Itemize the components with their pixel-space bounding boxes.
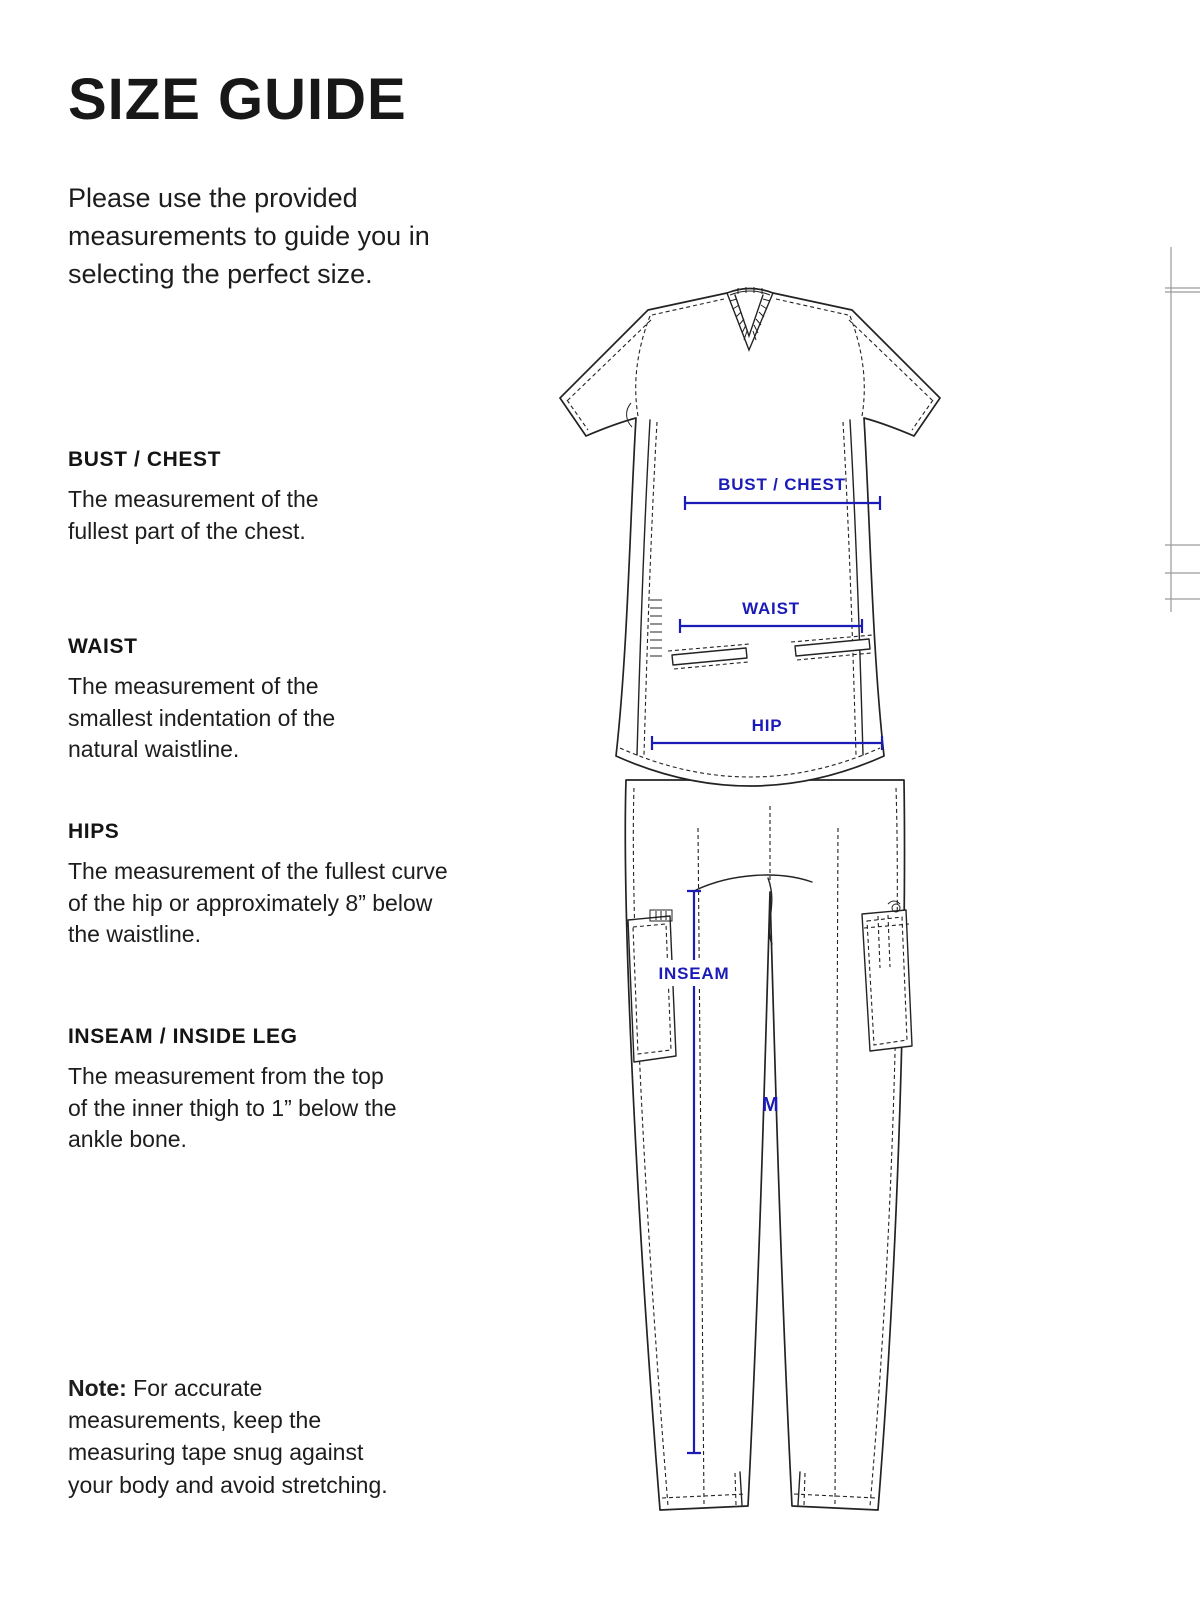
waist-measure-label: WAIST xyxy=(742,599,800,618)
waist-measure-line xyxy=(678,619,864,633)
cropped-right-edge-marks xyxy=(1165,247,1200,612)
definition-body: The measurement from the top of the inne… xyxy=(68,1063,397,1152)
welt-pocket-left xyxy=(667,643,751,670)
hip-measure: HIP xyxy=(650,716,884,750)
bust-measure: BUST / CHEST xyxy=(683,475,882,510)
bust-measure-line xyxy=(683,496,882,510)
intro-text: Please use the provided measurements to … xyxy=(68,183,430,289)
definition-heading: INSEAM / INSIDE LEG xyxy=(68,1025,298,1048)
scrub-top-drawing xyxy=(559,287,941,787)
definition-hips: HIPS The measurement of the fullest curv… xyxy=(68,820,453,951)
definition-heading: HIPS xyxy=(68,820,120,843)
hip-measure-label: HIP xyxy=(752,716,783,735)
pants-crease-right xyxy=(834,827,839,1505)
note-text: Note: For accurate measurements, keep th… xyxy=(68,1372,408,1501)
definition-waist: WAIST The measurement of the smallest in… xyxy=(68,635,378,766)
cargo-pocket-right xyxy=(861,900,913,1052)
definition-bust-chest: BUST / CHEST The measurement of the full… xyxy=(68,448,368,547)
scrubs-measurement-diagram: BUST / CHEST WAIST HIP INSEAM M xyxy=(559,287,941,1511)
definition-body: The measurement of the fullest part of t… xyxy=(68,486,319,544)
vneck-collar xyxy=(726,287,774,352)
sleeve-loop xyxy=(626,402,633,428)
welt-pocket-right xyxy=(790,634,874,661)
drawstring xyxy=(695,874,813,891)
cargo-pocket-left xyxy=(627,909,677,1063)
pants-crease-left xyxy=(697,827,705,1505)
waist-measure: WAIST xyxy=(678,599,864,633)
inseam-measure: INSEAM xyxy=(650,889,738,1455)
definition-body: The measurement of the smallest indentat… xyxy=(68,673,336,762)
note-body: For accurate measurements, keep the meas… xyxy=(68,1375,388,1498)
size-letter-label: M xyxy=(762,1094,779,1116)
page-title: SIZE GUIDE xyxy=(68,67,407,132)
hip-measure-line xyxy=(650,736,884,750)
definition-heading: WAIST xyxy=(68,635,138,658)
armhole-left xyxy=(635,315,651,417)
inseam-label-backdrop xyxy=(650,960,738,986)
pants-outline xyxy=(624,779,906,1511)
top-outline xyxy=(559,287,941,787)
armhole-right xyxy=(849,315,865,417)
bust-measure-label: BUST / CHEST xyxy=(718,475,846,494)
definition-inseam: INSEAM / INSIDE LEG The measurement from… xyxy=(68,1025,403,1156)
inseam-measure-label: INSEAM xyxy=(659,964,730,983)
measurement-annotations: BUST / CHEST WAIST HIP INSEAM M xyxy=(650,475,884,1455)
scrub-pants-drawing xyxy=(624,779,913,1511)
definition-body: The measurement of the fullest curve of … xyxy=(68,858,448,947)
note-label: Note: xyxy=(68,1375,127,1401)
definition-heading: BUST / CHEST xyxy=(68,448,222,471)
